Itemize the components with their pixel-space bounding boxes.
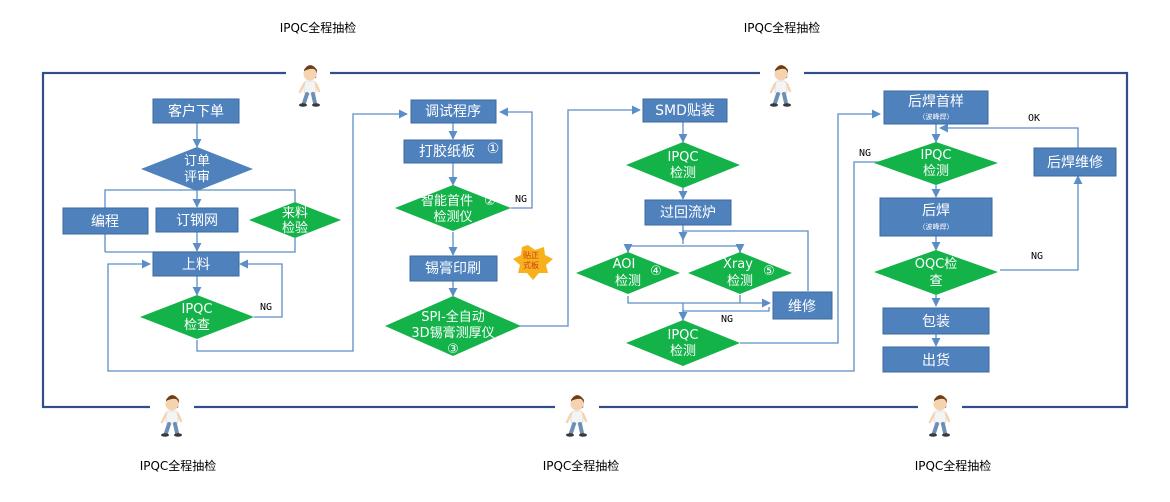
svg-text:③: ③	[447, 342, 459, 357]
svg-text:IPQC: IPQC	[668, 150, 699, 165]
connectors	[104, 105, 1083, 372]
svg-text:检验: 检验	[282, 220, 308, 236]
post-weld-rework-box: 后焊维修	[1033, 147, 1117, 177]
svg-text:SPI-全自动: SPI-全自动	[421, 309, 485, 325]
svg-text:检测: 检测	[670, 166, 696, 181]
svg-text:贴正: 贴正	[523, 250, 539, 260]
svg-text:IPQC: IPQC	[668, 328, 699, 343]
order-review-decision: 订单 评审	[141, 147, 253, 191]
shipping-box: 出货	[882, 346, 990, 373]
svg-text:式板: 式板	[523, 260, 539, 270]
spi-3d-paste-thickness-decision: SPI-全自动 3D锡膏测厚仪 ③	[385, 296, 521, 357]
svg-text:IPQC: IPQC	[921, 148, 952, 163]
packing-box: 包装	[882, 307, 990, 335]
inspector-figure-bottom-right	[918, 390, 962, 440]
svg-text:锡膏印刷: 锡膏印刷	[425, 260, 481, 277]
reflow-oven-box: 过回流炉	[644, 199, 732, 226]
svg-text:评审: 评审	[184, 170, 210, 185]
order-box: 客户下单	[152, 98, 240, 124]
loading-box: 上料	[152, 251, 240, 277]
stencil-box: 订钢网	[155, 207, 239, 233]
aoi-inspect-decision: AOI ④ 检测	[576, 252, 680, 294]
solder-paste-print-box: 锡膏印刷	[409, 255, 498, 282]
svg-text:订钢网: 订钢网	[176, 213, 218, 229]
svg-text:检测: 检测	[923, 164, 949, 179]
svg-text:后焊维修: 后焊维修	[1047, 155, 1103, 171]
svg-text:过回流炉: 过回流炉	[660, 205, 716, 221]
svg-text:出货: 出货	[922, 352, 950, 369]
svg-text:客户下单: 客户下单	[168, 103, 224, 120]
svg-text:打胶纸板: 打胶纸板	[419, 143, 475, 160]
svg-text:维修: 维修	[788, 299, 816, 315]
programming-box: 编程	[62, 207, 149, 235]
svg-text:检测: 检测	[670, 344, 696, 359]
ipqc-inspect-decision-4: IPQC 检测	[874, 142, 998, 185]
glue-paper-board-box: 打胶纸板 ①	[403, 139, 503, 164]
svg-text:包装: 包装	[922, 314, 950, 330]
inspector-label-top-right: IPQC全程抽检	[744, 20, 821, 35]
xray-inspect-decision: Xray ⑤ 检测	[688, 252, 792, 294]
incoming-inspection-decision: 来料 检验	[249, 202, 341, 238]
svg-text:后焊首样: 后焊首样	[908, 94, 964, 110]
svg-text:（波峰焊）: （波峰焊）	[919, 222, 954, 231]
svg-text:IPQC: IPQC	[182, 302, 213, 317]
inspector-label-bottom-center: IPQC全程抽检	[543, 458, 620, 473]
svg-text:3D锡膏测厚仪: 3D锡膏测厚仪	[411, 325, 494, 341]
ipqc-inspect-decision-3: IPQC 检测	[626, 320, 740, 366]
ok-label: OK	[1028, 113, 1040, 124]
ng-label-col2: NG	[515, 194, 527, 205]
svg-text:⑤: ⑤	[763, 264, 775, 279]
svg-text:智能首件: 智能首件	[421, 194, 473, 209]
svg-text:检查: 检查	[184, 318, 210, 333]
smart-first-article-decision: 智能首件 ② 检测仪	[395, 185, 511, 231]
svg-text:SMD贴装: SMD贴装	[655, 103, 715, 119]
inspector-label-top-left: IPQC全程抽检	[280, 20, 357, 35]
ng-label-col1: NG	[260, 302, 272, 313]
ng-label-col4-right: NG	[1031, 251, 1043, 262]
inspector-label-bottom-left: IPQC全程抽检	[140, 458, 217, 473]
svg-text:AOI: AOI	[613, 257, 636, 272]
formal-board-star-badge: 贴正 式板	[513, 245, 553, 280]
svg-text:OQC检: OQC检	[915, 257, 958, 272]
inspector-figure-bottom-center	[555, 390, 599, 440]
repair-box: 维修	[772, 291, 833, 320]
smd-mount-box: SMD贴装	[642, 98, 728, 123]
ng-label-col4-left: NG	[859, 148, 871, 159]
svg-text:④: ④	[650, 264, 662, 279]
inspector-figure-top-left	[286, 63, 330, 109]
inspector-figure-top-right	[760, 63, 804, 109]
svg-text:后焊: 后焊	[922, 203, 950, 219]
debug-program-box: 调试程序	[410, 99, 497, 124]
svg-text:检测: 检测	[727, 274, 753, 289]
svg-text:检测仪: 检测仪	[433, 210, 472, 225]
svg-text:来料: 来料	[282, 206, 308, 221]
svg-text:订单: 订单	[184, 154, 210, 169]
svg-text:查: 查	[929, 274, 942, 289]
svg-text:上料: 上料	[182, 257, 210, 273]
inspector-label-bottom-right: IPQC全程抽检	[915, 458, 992, 473]
svg-text:检测: 检测	[615, 274, 641, 289]
post-weld-box: 后焊 （波峰焊）	[879, 197, 993, 237]
svg-text:②: ②	[484, 194, 496, 209]
ng-label-col3: NG	[721, 314, 733, 325]
svg-text:Xray: Xray	[723, 257, 753, 272]
svg-text:调试程序: 调试程序	[425, 104, 481, 120]
oqc-inspect-decision: OQC检 查	[874, 250, 998, 295]
svg-text:编程: 编程	[91, 214, 119, 230]
svg-text:①: ①	[487, 141, 500, 157]
svg-text:（波峰焊）: （波峰焊）	[919, 112, 954, 121]
ipqc-inspect-decision-2: IPQC 检测	[626, 142, 740, 188]
ipqc-check-decision-1: IPQC 检查	[140, 295, 254, 339]
inspector-figure-bottom-left	[150, 390, 194, 440]
post-weld-first-sample-box: 后焊首样 （波峰焊）	[883, 90, 989, 125]
